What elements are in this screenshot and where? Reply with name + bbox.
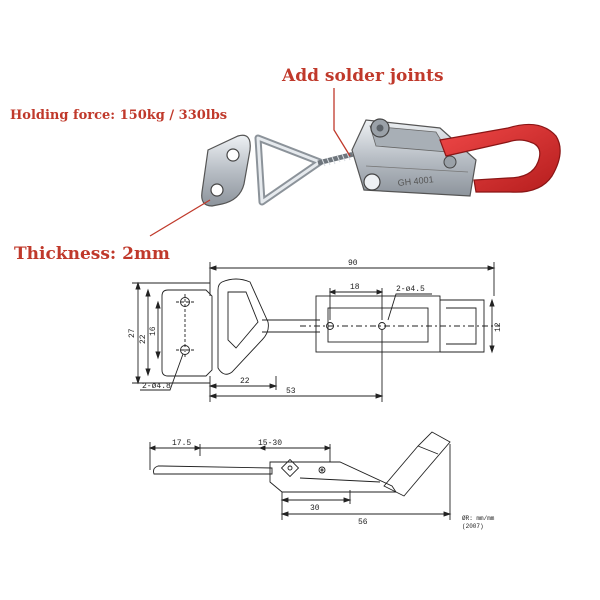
dim-latch-holes: 2-ø4.5: [396, 285, 425, 294]
holding-force-label: Holding force: 150kg / 330lbs: [10, 108, 228, 123]
dim-hole-spacing: 18: [350, 283, 360, 292]
dim-base-length: 56: [358, 518, 368, 527]
red-handle: [439, 123, 561, 193]
top-view-dimensions: 90 18 2-ø4.5 27 22 16 2-ø4.8 22 53 12: [128, 259, 503, 396]
side-view-drawing: [148, 431, 452, 520]
plate-hole-icon: [226, 148, 240, 162]
latch-body: GH 4001: [351, 118, 477, 197]
dim-travel: 15-30: [258, 439, 282, 448]
dim-length-to-pivot: 53: [286, 387, 296, 396]
plate-hole-icon: [210, 183, 224, 197]
mounting-plate: [201, 134, 251, 207]
top-view-drawing: [132, 262, 500, 402]
side-view-dimensions: 17.5 15-30 30 56 ØR: mm/mm (2007): [172, 439, 495, 530]
dim-overall-length: 90: [348, 259, 358, 268]
latch-photo: GH 4001: [149, 88, 561, 237]
dim-hole-pitch: 16: [149, 326, 158, 336]
thickness-label: Thickness: 2mm: [14, 244, 170, 264]
solder-joints-label: Add solder joints: [282, 66, 444, 86]
solder-leader-line: [333, 88, 351, 157]
dim-inner-width: 22: [139, 334, 148, 344]
thickness-leader-line: [149, 199, 211, 237]
dim-width-to-loop: 22: [240, 377, 250, 386]
dim-mount-holes: 2-ø4.8: [142, 382, 171, 391]
dim-pivot-span: 30: [310, 504, 320, 513]
drawing-note-line2: (2007): [462, 523, 484, 530]
dim-overall-width: 27: [128, 328, 137, 338]
dim-hook-width: 12: [494, 322, 503, 332]
svg-text:GH 4001: GH 4001: [397, 174, 434, 188]
dim-left-offset: 17.5: [172, 439, 191, 448]
drawing-note-line1: ØR: mm/mm: [462, 515, 495, 522]
